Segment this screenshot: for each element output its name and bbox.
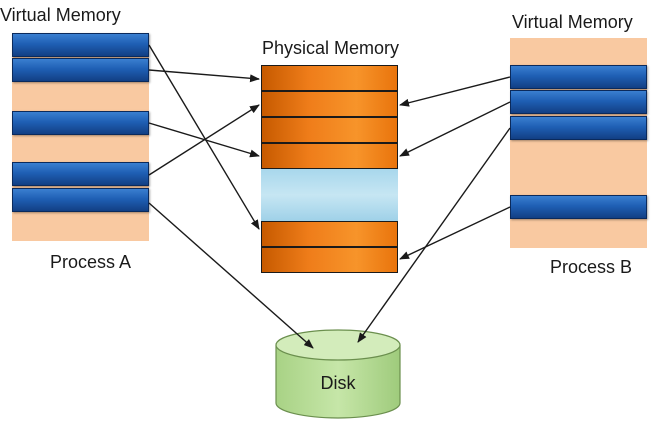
virtual-page-a3 (12, 111, 149, 135)
process-a-caption: Process A (50, 252, 132, 272)
physical-memory-title: Physical Memory (262, 38, 400, 58)
arrow-b2-to-frame-4 (399, 101, 511, 157)
physical-frame-5 (261, 221, 398, 247)
process-a-title: Virtual Memory (0, 5, 121, 25)
virtual-page-b2 (510, 90, 647, 114)
virtual-page-a1 (12, 33, 149, 57)
virtual-page-a5 (12, 188, 149, 212)
physical-frame-6 (261, 247, 398, 273)
virtual-page-b1 (510, 65, 647, 89)
physical-memory (261, 65, 398, 273)
process-b-title: Virtual Memory (512, 12, 633, 32)
arrow-a2-to-frame-1 (148, 69, 260, 83)
process-b-caption: Process B (550, 257, 633, 277)
process-a-virtual-memory (12, 33, 149, 241)
disk-top (275, 329, 401, 361)
arrow-a4-to-frame-3 (148, 104, 260, 176)
physical-frame-4 (261, 143, 398, 169)
physical-frame-1 (261, 65, 398, 91)
arrow-b1-to-frame-2 (399, 76, 511, 107)
arrow-a3-to-frame-4 (148, 122, 260, 158)
virtual-page-b3 (510, 116, 647, 140)
arrow-a1-to-frame-5 (148, 44, 260, 230)
free-physical-region (261, 169, 398, 221)
virtual-page-b4 (510, 195, 647, 219)
virtual-page-a2 (12, 58, 149, 82)
virtual-page-a4 (12, 162, 149, 186)
disk-label: Disk (321, 373, 357, 393)
physical-frame-3 (261, 117, 398, 143)
physical-frame-2 (261, 91, 398, 117)
process-b-virtual-memory (510, 38, 647, 248)
disk: Disk (275, 329, 401, 419)
disk-body (275, 345, 401, 419)
arrow-b4-to-frame-6 (399, 206, 511, 260)
